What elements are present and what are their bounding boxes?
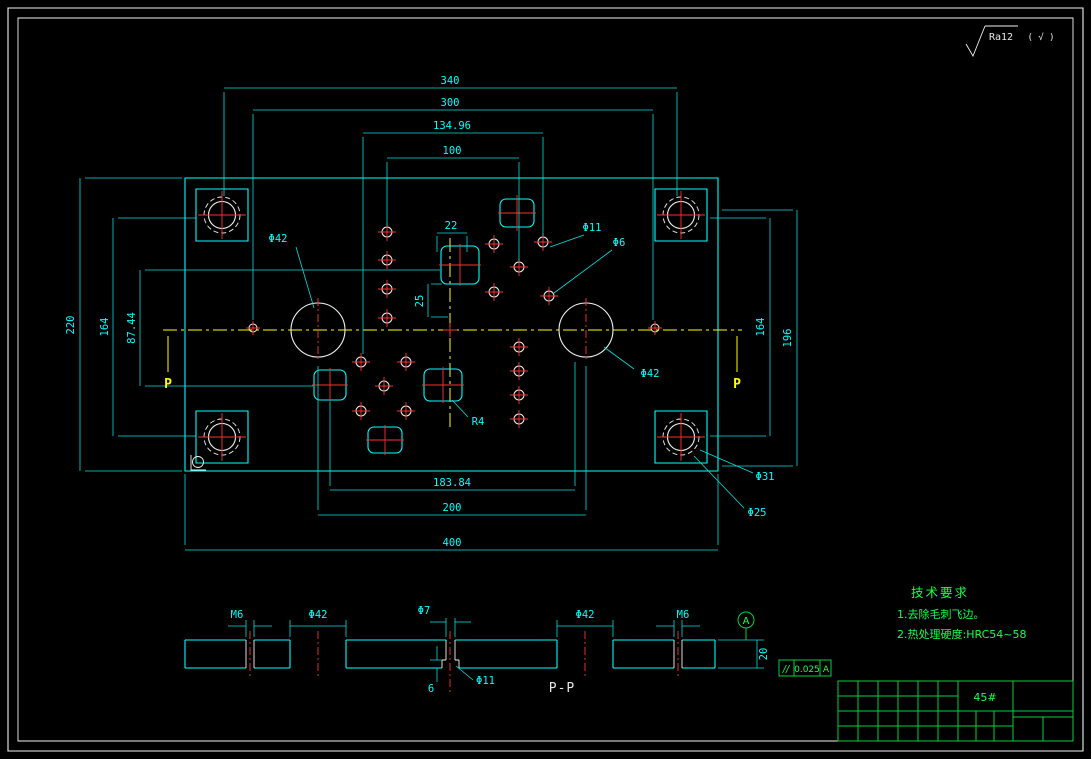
dim-400: 400 [443, 537, 462, 549]
section-outline [185, 640, 715, 668]
section-texts: M6 Φ42 Φ7 Φ42 M6 Φ11 6 20 P-P [231, 605, 770, 696]
callout-phi31: Φ31 [756, 471, 775, 483]
dimension-lines [80, 88, 797, 550]
callout-phi25: Φ25 [748, 507, 767, 519]
leader-callouts: Φ42 Φ11 Φ6 Φ42 R4 Φ31 Φ25 [269, 222, 775, 519]
dim-196: 196 [782, 329, 794, 348]
dim-340: 340 [441, 75, 460, 87]
square-pockets [312, 195, 536, 455]
tolerance-symbol: // [782, 664, 791, 675]
dim-22: 22 [445, 220, 458, 232]
datum-a: A [738, 612, 754, 640]
roughness-others: ( √ ) [1027, 32, 1054, 43]
dim-134-96: 134.96 [433, 120, 471, 132]
callout-phi42-left: Φ42 [269, 233, 288, 245]
dim-100: 100 [443, 145, 462, 157]
dim-phi42-left: Φ42 [309, 609, 328, 621]
sheet-border [8, 8, 1083, 751]
note-2: 2.热处理硬度:HRC54~58 [897, 627, 1026, 641]
callout-r4: R4 [472, 416, 485, 428]
tolerance-frame: // 0.025 A [779, 660, 831, 676]
callout-phi42-right: Φ42 [641, 368, 660, 380]
corner-datum-mark [191, 455, 206, 470]
section-mark-p-left: P [164, 377, 172, 392]
dim-164-left: 164 [99, 318, 111, 337]
note-1: 1.去除毛刺飞边。 [897, 607, 985, 621]
section-title: P-P [549, 681, 575, 696]
section-cut-marks: P P [164, 336, 741, 392]
technical-notes: 技术要求 1.去除毛刺飞边。 2.热处理硬度:HRC54~58 [897, 585, 1026, 641]
dim-87-44: 87.44 [126, 312, 138, 344]
dim-25: 25 [414, 295, 426, 308]
dim-20: 20 [758, 648, 770, 661]
section-extensions [246, 618, 764, 668]
plate-outline [185, 178, 718, 471]
roughness-note: Ra12 ( √ ) [966, 26, 1055, 56]
roughness-symbol-icon [966, 26, 985, 56]
dim-183-84: 183.84 [433, 477, 471, 489]
notes-title: 技术要求 [911, 585, 969, 600]
extension-lines [85, 92, 793, 545]
callout-phi6: Φ6 [613, 237, 626, 249]
material-label: 45# [973, 691, 996, 704]
callout-phi11: Φ11 [583, 222, 602, 234]
section-view: M6 Φ42 Φ7 Φ42 M6 Φ11 6 20 P-P A // 0.025… [185, 605, 831, 696]
roughness-value: Ra12 [989, 32, 1013, 43]
tolerance-value: 0.025 [794, 665, 820, 675]
datum-a-label: A [743, 616, 750, 627]
dim-m6-left: M6 [231, 609, 244, 621]
section-mark-p-right: P [733, 377, 741, 392]
dim-phi11: Φ11 [476, 675, 495, 687]
section-centerlines [250, 631, 678, 694]
dimension-texts: 340 300 134.96 100 22 25 220 164 87.44 1… [65, 75, 794, 549]
section-hole-edges [246, 640, 682, 668]
title-block: 45# [838, 681, 1073, 741]
dim-phi7: Φ7 [418, 605, 431, 617]
dim-164-right: 164 [755, 318, 767, 337]
small-holes [245, 222, 663, 429]
corner-pads [196, 189, 707, 463]
large-bores [291, 298, 613, 362]
dim-phi42-right: Φ42 [576, 609, 595, 621]
section-dim-lines [228, 622, 757, 682]
dim-220: 220 [65, 316, 77, 335]
tolerance-datum: A [823, 665, 830, 675]
dim-depth-6: 6 [428, 683, 434, 695]
dim-200: 200 [443, 502, 462, 514]
plan-view: 340 300 134.96 100 22 25 220 164 87.44 1… [65, 75, 797, 550]
dim-m6-right: M6 [677, 609, 690, 621]
dim-300: 300 [441, 97, 460, 109]
